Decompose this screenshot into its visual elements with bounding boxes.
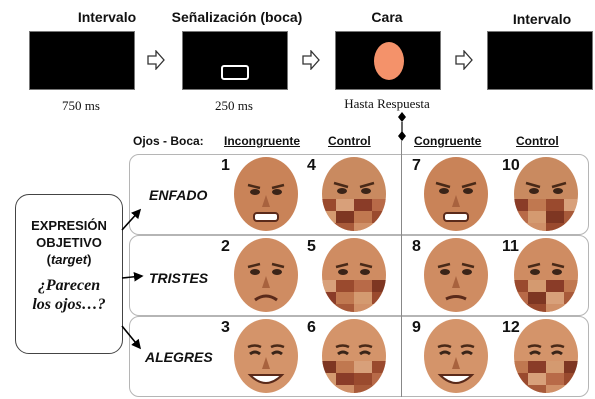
cell-number: 7: [412, 157, 421, 174]
cell-number: 4: [307, 157, 316, 174]
target-question-1: ¿Parecen: [37, 277, 101, 294]
face-angry-congruent-icon: [424, 157, 488, 231]
right-arrow-icon: [302, 50, 320, 70]
target-line-1: EXPRESIÓN: [31, 218, 107, 233]
face-happy-congruent-icon: [424, 319, 488, 393]
face-happy-eyes-control-icon: [514, 319, 578, 393]
cell-number: 8: [412, 238, 421, 255]
target-line-3: (target): [46, 252, 92, 267]
stage-4-screen: [487, 31, 593, 90]
header-control-left: Control: [328, 134, 371, 148]
row-label-enfado: ENFADO: [149, 187, 208, 203]
cell-number: 6: [307, 319, 316, 336]
column-divider: [401, 140, 402, 397]
face-sad-mouth-icon: [234, 238, 298, 312]
cell-number: 2: [221, 238, 230, 255]
stage-3-title: Cara: [371, 9, 403, 25]
right-arrow-icon: [455, 50, 473, 70]
cell-number: 3: [221, 319, 230, 336]
cell-number: 11: [502, 238, 519, 255]
stage-1-screen: [29, 31, 135, 90]
stage-4-title: Intervalo: [512, 11, 572, 27]
cell-number: 1: [221, 157, 230, 174]
face-happy-eyes-scrambled-icon: [322, 319, 386, 393]
header-incongruente: Incongruente: [224, 134, 301, 148]
target-expression-box: EXPRESIÓN OBJETIVO (target) ¿Parecen los…: [15, 194, 123, 354]
cell-number: 12: [502, 319, 520, 336]
face-angry-eyes-control-icon: [514, 157, 578, 231]
mouth-cue-rectangle: [221, 65, 249, 80]
row-label-tristes: TRISTES: [149, 270, 209, 286]
face-sad-eyes-control-icon: [514, 238, 578, 312]
stage-1-caption: 750 ms: [62, 98, 100, 113]
timeline-link: [398, 112, 406, 141]
target-arrows: [121, 208, 144, 350]
header-control-right: Control: [516, 134, 559, 148]
header-congruente: Congruente: [414, 134, 482, 148]
header-ojos-boca: Ojos - Boca:: [133, 134, 204, 148]
stage-1-title: Intervalo: [77, 9, 137, 25]
face-sad-congruent-icon: [424, 238, 488, 312]
row-label-alegres: ALEGRES: [145, 349, 213, 365]
face-happy-mouth-icon: [234, 319, 298, 393]
target-question-2: los ojos…?: [32, 296, 106, 313]
stage-2-screen: [182, 31, 288, 90]
cell-number: 9: [412, 319, 421, 336]
stage-2-caption: 250 ms: [215, 98, 253, 113]
stage-3-screen: [335, 31, 441, 90]
face-stimulus-dot: [374, 42, 404, 80]
face-angry-eyes-scrambled-icon: [322, 157, 386, 231]
target-line-2: OBJETIVO: [36, 235, 102, 250]
stage-3-caption: Hasta Respuesta: [344, 96, 430, 111]
cell-number: 10: [502, 157, 520, 174]
stage-2-title: Señalización (boca): [171, 9, 303, 25]
face-angry-mouth-icon: [234, 157, 298, 231]
cell-number: 5: [307, 238, 316, 255]
face-sad-eyes-scrambled-icon: [322, 238, 386, 312]
right-arrow-icon: [147, 50, 165, 70]
